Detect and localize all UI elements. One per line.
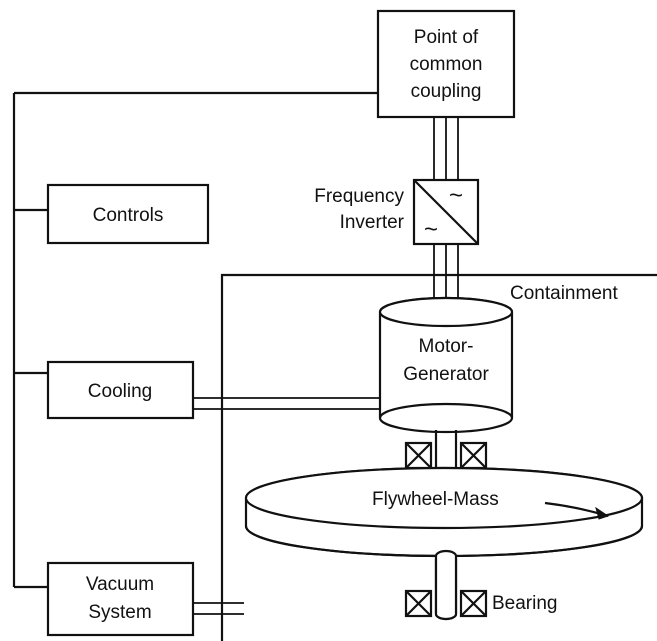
pcc-label-line-3: coupling xyxy=(411,81,482,102)
motor-generator-label-line-2: Generator xyxy=(403,364,489,385)
cooling-pipe xyxy=(193,397,380,410)
controls-box: Controls xyxy=(46,183,210,245)
lower-bearing-left-icon xyxy=(404,589,433,618)
ac-symbol-icon: ~ xyxy=(424,216,438,243)
ac-symbol-icon: ~ xyxy=(449,182,463,209)
lower-shaft-front xyxy=(434,549,458,621)
rotation-arrowhead-icon xyxy=(595,506,610,520)
motor-generator-label-line-1: Motor- xyxy=(419,336,474,357)
flywheel-mass: Flywheel-Mass xyxy=(244,466,644,558)
upper-bearing-left-icon xyxy=(404,441,433,470)
cooling-label: Cooling xyxy=(88,381,152,402)
upper-shaft xyxy=(434,430,458,473)
frequency-inverter-label-line-1: Frequency xyxy=(314,186,404,207)
controls-label: Controls xyxy=(93,205,164,226)
lower-bearing-right-icon xyxy=(459,589,488,618)
upper-bearing-right-icon xyxy=(459,441,488,470)
containment-label: Containment xyxy=(510,283,618,304)
inverter-to-motor-cable xyxy=(433,244,459,302)
vacuum-label-line-1: Vacuum xyxy=(86,574,154,595)
containment-outline xyxy=(220,273,657,641)
frequency-inverter-label-line-2: Inverter xyxy=(340,212,405,233)
point-of-common-coupling: Point of common coupling xyxy=(376,9,516,119)
vacuum-system-box: Vacuum System xyxy=(46,561,195,637)
bearing-label: Bearing xyxy=(492,593,558,614)
vacuum-pipe xyxy=(193,602,244,615)
inverter-diagonal xyxy=(413,179,479,245)
pcc-to-inverter-cable xyxy=(433,117,459,180)
pcc-label-line-2: common xyxy=(410,54,483,75)
vacuum-label-line-2: System xyxy=(88,602,151,623)
pcc-label-line-1: Point of xyxy=(414,27,479,48)
motor-generator: Motor- Generator xyxy=(378,296,514,434)
frequency-inverter: ~ ~ Frequency Inverter xyxy=(314,178,480,246)
cooling-box: Cooling xyxy=(46,360,195,420)
flywheel-label: Flywheel-Mass xyxy=(372,489,499,510)
